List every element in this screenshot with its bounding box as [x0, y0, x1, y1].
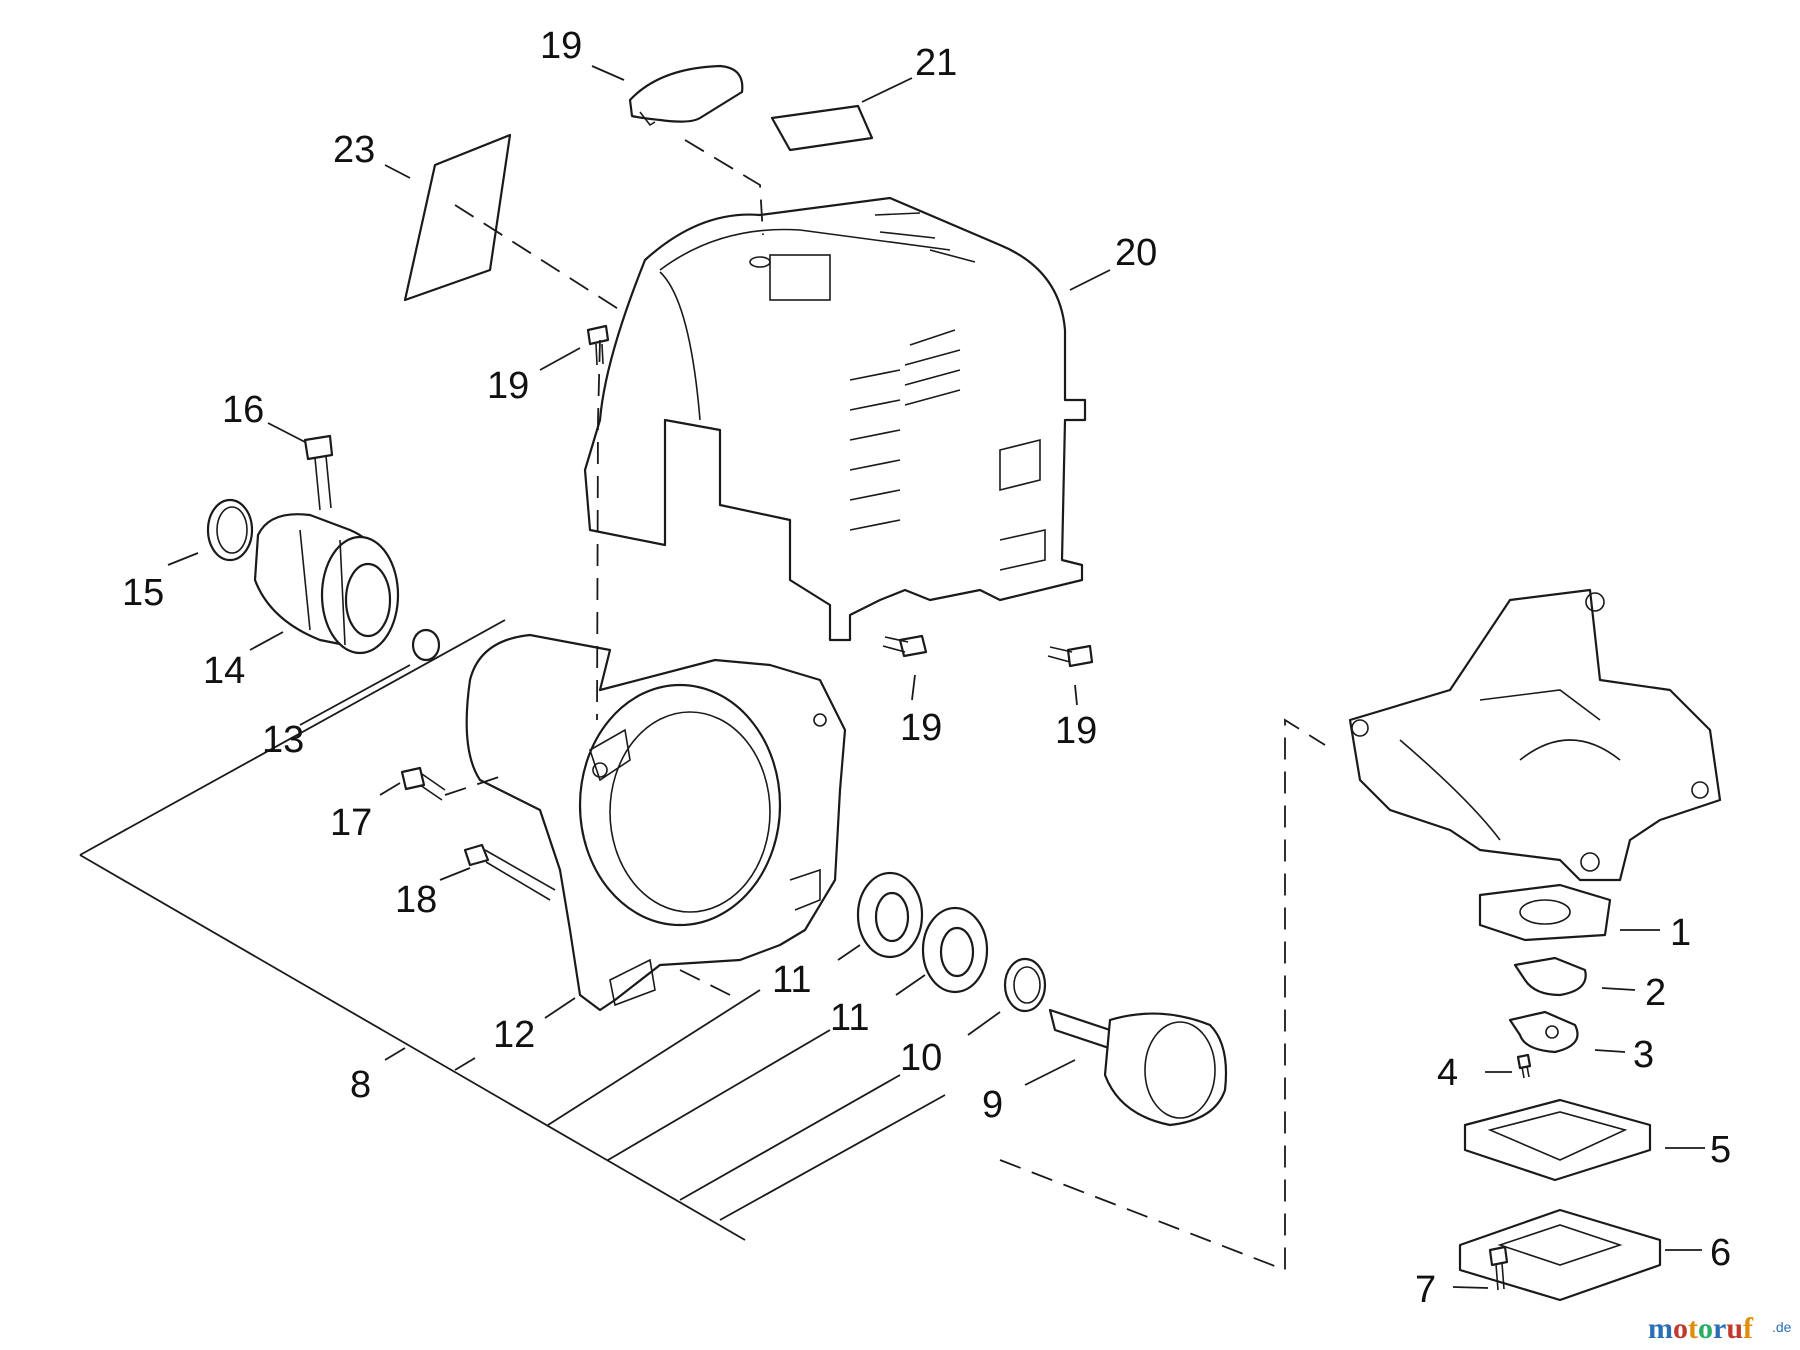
label-part-12: 12	[493, 1014, 535, 1056]
part-19-screw-top	[586, 324, 610, 366]
part-14-clutch-drum	[253, 513, 400, 655]
label-part-7: 7	[1415, 1269, 1436, 1311]
watermark-letter-o: o	[1673, 1312, 1688, 1345]
part-3-stopper	[1508, 1010, 1579, 1054]
part-15-snap-ring	[206, 498, 254, 562]
label-part-16: 16	[222, 389, 264, 431]
label-part-22: 19	[540, 25, 582, 67]
part-23-label	[403, 133, 512, 302]
part-20-cylinder-cover	[583, 196, 1087, 642]
part-7-bolt	[1488, 1245, 1509, 1291]
part-5-gasket	[1463, 1098, 1652, 1182]
label-part-4: 4	[1437, 1052, 1458, 1094]
assembly-dashes	[444, 139, 1326, 1272]
part-19-screw-right	[1047, 644, 1094, 668]
watermark-logo: motoruf .de	[1648, 1312, 1792, 1345]
label-part-19-top: 19	[487, 365, 529, 407]
part-22-cap	[628, 64, 744, 127]
watermark-letter-t: t	[1688, 1312, 1698, 1345]
part-16-bolt	[303, 434, 334, 511]
part-11-bearing-a	[856, 871, 924, 959]
label-part-21: 21	[915, 42, 957, 84]
label-part-11-a: 11	[772, 959, 811, 1001]
part-11-bearing-b	[921, 906, 989, 994]
part-10-snap-ring	[1003, 957, 1047, 1013]
label-part-19-left: 19	[900, 707, 942, 749]
svg-text:motoruf: motoruf	[1648, 1312, 1754, 1345]
label-part-5: 5	[1710, 1129, 1731, 1171]
watermark-letter-o2: o	[1698, 1312, 1713, 1345]
label-part-10: 10	[900, 1037, 942, 1079]
part-18-long-bolt	[463, 843, 556, 901]
label-part-1: 1	[1670, 912, 1691, 954]
part-6-plate	[1458, 1208, 1662, 1302]
label-part-18: 18	[395, 879, 437, 921]
label-part-2: 2	[1645, 972, 1666, 1014]
part-21-sticker	[770, 104, 874, 152]
part-4-screw	[1516, 1053, 1532, 1079]
part-9-drum	[1048, 1008, 1228, 1127]
label-part-19-right: 19	[1055, 710, 1097, 752]
leader-lines	[79, 65, 1705, 1289]
label-part-15: 15	[122, 572, 164, 614]
label-part-11-b: 11	[830, 997, 869, 1039]
part-12-fan-housing	[465, 633, 847, 1012]
label-part-9: 9	[982, 1084, 1003, 1126]
part-17-bolt	[400, 766, 446, 801]
label-part-3: 3	[1633, 1034, 1654, 1076]
label-part-23: 23	[333, 129, 375, 171]
label-part-6: 6	[1710, 1232, 1731, 1274]
label-part-8: 8	[350, 1064, 371, 1106]
watermark-letter-u: u	[1726, 1312, 1743, 1345]
part-number-labels: 19 21 23 20 19 16 15 14 13 19 19 17 18 1…	[122, 25, 1731, 1311]
label-part-14: 14	[203, 650, 245, 692]
crankcase	[1348, 588, 1722, 882]
watermark-letter-m: m	[1648, 1312, 1673, 1345]
watermark-letter-r: r	[1713, 1312, 1726, 1345]
watermark-letter-f: f	[1743, 1312, 1754, 1345]
part-1-gasket	[1478, 883, 1612, 942]
part-2-valve	[1513, 956, 1587, 997]
part-13-ring	[411, 628, 441, 662]
label-part-13: 13	[262, 719, 304, 761]
label-part-20: 20	[1115, 232, 1157, 274]
label-part-17: 17	[330, 802, 372, 844]
part-19-screw-left	[882, 634, 928, 658]
watermark-tld: .de	[1772, 1319, 1792, 1335]
